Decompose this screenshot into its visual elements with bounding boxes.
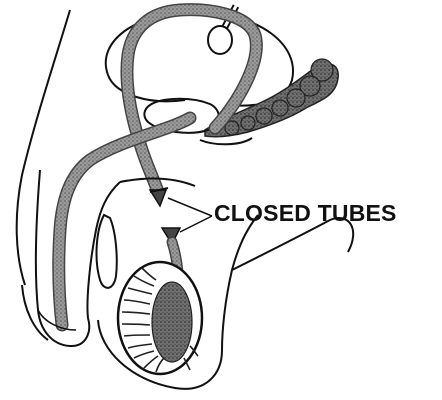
testis — [118, 262, 202, 374]
pointer-lower — [180, 216, 212, 232]
penis-outline — [36, 170, 120, 346]
skin-fold — [97, 215, 117, 288]
pointer-upper — [168, 198, 212, 216]
closed-tubes-label: CLOSED TUBES — [214, 200, 397, 227]
